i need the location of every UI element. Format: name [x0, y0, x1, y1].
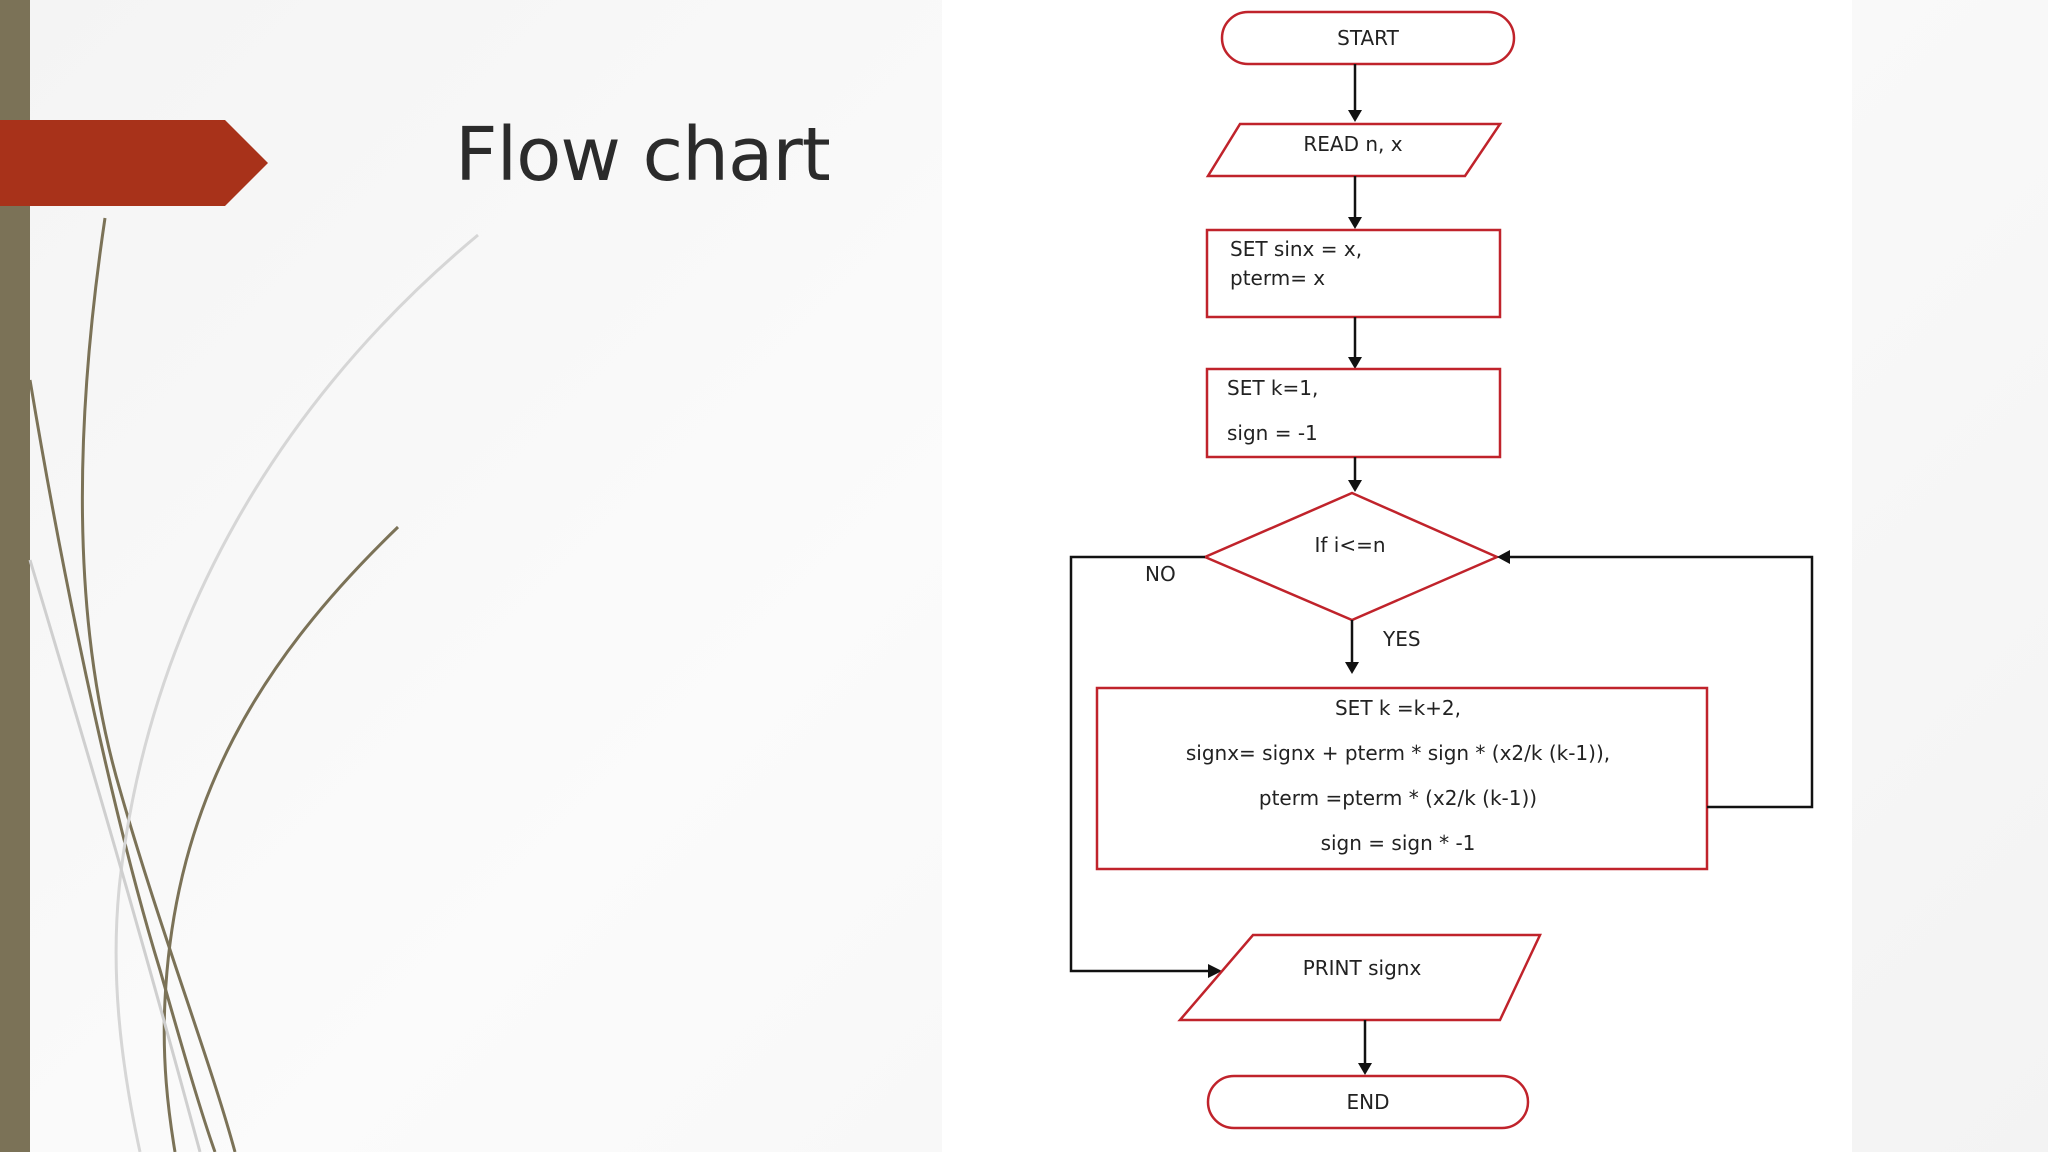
init-k-line1: SET k=1, [1227, 376, 1318, 400]
arrowhead [1348, 217, 1362, 229]
init-sinx-line1: SET sinx = x, [1230, 237, 1362, 261]
arrowhead [1348, 110, 1362, 122]
title-arrow-marker [0, 120, 268, 206]
print-label: PRINT signx [1303, 956, 1422, 980]
connector-decision-no [1069, 555, 1208, 973]
init-k-process [1205, 367, 1502, 459]
yes-label: YES [1382, 627, 1421, 651]
loop-body-line2: signx= signx + pterm * sign * (x2/k (k-1… [1186, 741, 1610, 765]
arrowhead [1348, 480, 1362, 492]
arrowhead [1345, 662, 1359, 674]
end-label: END [1347, 1090, 1390, 1114]
loop-body-line1: SET k =k+2, [1335, 696, 1461, 720]
read-input-shape [1205, 122, 1503, 178]
connector-loop-back [1510, 555, 1814, 809]
init-k-line2: sign = -1 [1227, 421, 1318, 445]
start-label: START [1337, 26, 1399, 50]
decision-label: If i<=n [1314, 533, 1385, 557]
arrowhead [1208, 964, 1222, 978]
arrowhead [1497, 550, 1510, 564]
flowchart-panel: START READ n, x SET sinx = x, pterm= x S… [942, 0, 1852, 1152]
loop-body-line3: pterm =pterm * (x2/k (k-1)) [1259, 786, 1537, 810]
arrowhead [1348, 357, 1362, 369]
init-sinx-line2: pterm= x [1230, 266, 1325, 290]
print-output-shape [1177, 933, 1542, 1022]
loop-body-process [1095, 686, 1709, 871]
end-terminator [1206, 1074, 1530, 1130]
slide-title: Flow chart [455, 112, 831, 198]
loop-body-line4: sign = sign * -1 [1321, 831, 1476, 855]
read-label: READ n, x [1303, 132, 1402, 156]
decorative-grass-curves [28, 217, 479, 1152]
no-label: NO [1145, 562, 1176, 586]
flowchart: START READ n, x SET sinx = x, pterm= x S… [1069, 10, 1814, 1130]
start-terminator [1220, 10, 1516, 66]
arrowhead [1358, 1063, 1372, 1075]
init-sinx-process [1205, 228, 1502, 319]
